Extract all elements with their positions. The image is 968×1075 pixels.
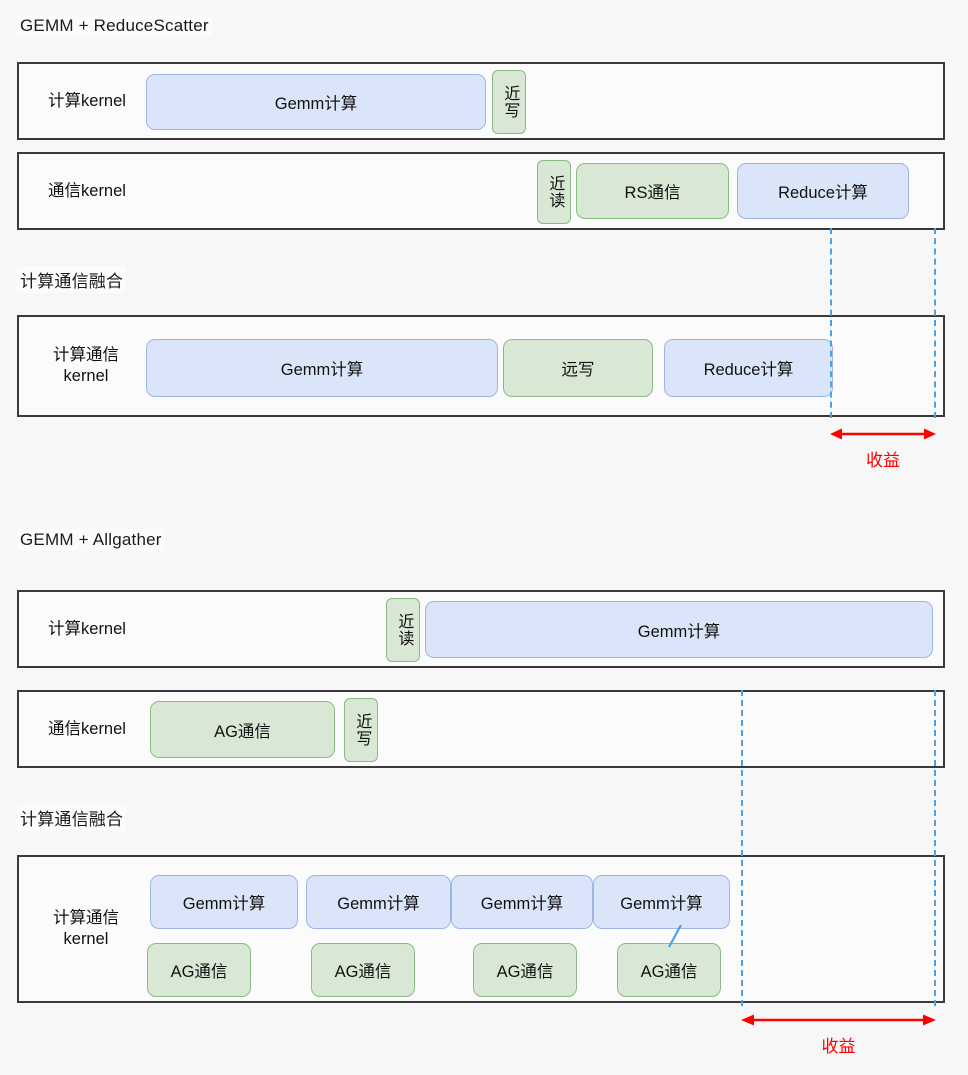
block-gemm-compute: Gemm计算: [146, 74, 486, 130]
row-label-text-line1: 计算通信: [53, 346, 119, 365]
block-near-read: 近读: [537, 160, 571, 224]
row-label-comm-kernel-ag: 通信kernel: [31, 692, 143, 766]
block-gemm-compute-ag: Gemm计算: [425, 601, 933, 658]
block-gemm-compute-ag-4: Gemm计算: [593, 875, 730, 929]
kernel-row-comm-ag: 通信kernel AG通信 近写: [17, 690, 945, 768]
row-label-text-line1: 计算通信: [53, 909, 119, 928]
kernel-row-fusion-ag: 计算通信 kernel Gemm计算 Gemm计算 Gemm计算 Gemm计算 …: [17, 855, 945, 1003]
block-ag-comm-1: AG通信: [147, 943, 251, 997]
kernel-row-comm-rs: 通信kernel 近读 RS通信 Reduce计算: [17, 152, 945, 230]
block-near-read-ag: 近读: [386, 598, 420, 662]
block-gemm-compute-ag-3: Gemm计算: [451, 875, 593, 929]
kernel-row-compute-ag: 计算kernel 近读 Gemm计算: [17, 590, 945, 668]
block-ag-comm-3: AG通信: [473, 943, 577, 997]
block-near-write-ag: 近写: [344, 698, 378, 762]
kernel-row-compute-rs: 计算kernel Gemm计算 近写: [17, 62, 945, 140]
row-label-fusion-kernel-rs: 计算通信 kernel: [27, 317, 145, 415]
kernel-row-fusion-rs: 计算通信 kernel Gemm计算 远写 Reduce计算: [17, 315, 945, 417]
connector-line-icon: [668, 925, 682, 948]
block-remote-write: 远写: [503, 339, 653, 397]
section-title-fusion-rs: 计算通信融合: [17, 266, 127, 293]
row-label-comm-kernel: 通信kernel: [31, 154, 143, 228]
row-label-text: 计算kernel: [48, 619, 126, 638]
block-ag-comm-2: AG通信: [311, 943, 415, 997]
gain-label-ag: 收益: [821, 1037, 856, 1056]
row-label-fusion-kernel-ag: 计算通信 kernel: [27, 857, 145, 1001]
guide-line-ag-start: [741, 690, 743, 1006]
row-label-text: 通信kernel: [48, 719, 126, 738]
row-label-compute-kernel-ag: 计算kernel: [31, 592, 143, 666]
section-title-gemm-reducescatter: GEMM + ReduceScatter: [17, 15, 212, 37]
section-title-fusion-ag: 计算通信融合: [17, 804, 127, 831]
block-gemm-compute-ag-1: Gemm计算: [150, 875, 298, 929]
block-gemm-compute-fused: Gemm计算: [146, 339, 498, 397]
row-label-text-line2: kernel: [63, 930, 109, 948]
block-reduce-compute: Reduce计算: [737, 163, 909, 219]
block-gemm-compute-ag-2: Gemm计算: [306, 875, 451, 929]
row-label-text: 计算kernel: [48, 91, 126, 110]
guide-line-rs-end: [934, 228, 936, 418]
row-label-text-line2: kernel: [63, 367, 109, 385]
guide-line-ag-end: [934, 690, 936, 1006]
gain-arrow-ag: [741, 1014, 936, 1026]
block-rs-comm: RS通信: [576, 163, 729, 219]
block-reduce-compute-fused: Reduce计算: [664, 339, 833, 397]
gain-label-rs: 收益: [866, 451, 900, 470]
gain-arrow-rs: [830, 428, 936, 440]
guide-line-rs-start: [830, 228, 832, 418]
gain-indicator-ag: 收益: [741, 1010, 936, 1058]
block-ag-comm: AG通信: [150, 701, 335, 758]
block-near-write: 近写: [492, 70, 526, 134]
row-label-compute-kernel: 计算kernel: [31, 64, 143, 138]
row-label-text: 通信kernel: [48, 181, 126, 200]
block-ag-comm-4: AG通信: [617, 943, 721, 997]
section-title-gemm-allgather: GEMM + Allgather: [17, 529, 165, 551]
gain-indicator-rs: 收益: [830, 424, 936, 472]
